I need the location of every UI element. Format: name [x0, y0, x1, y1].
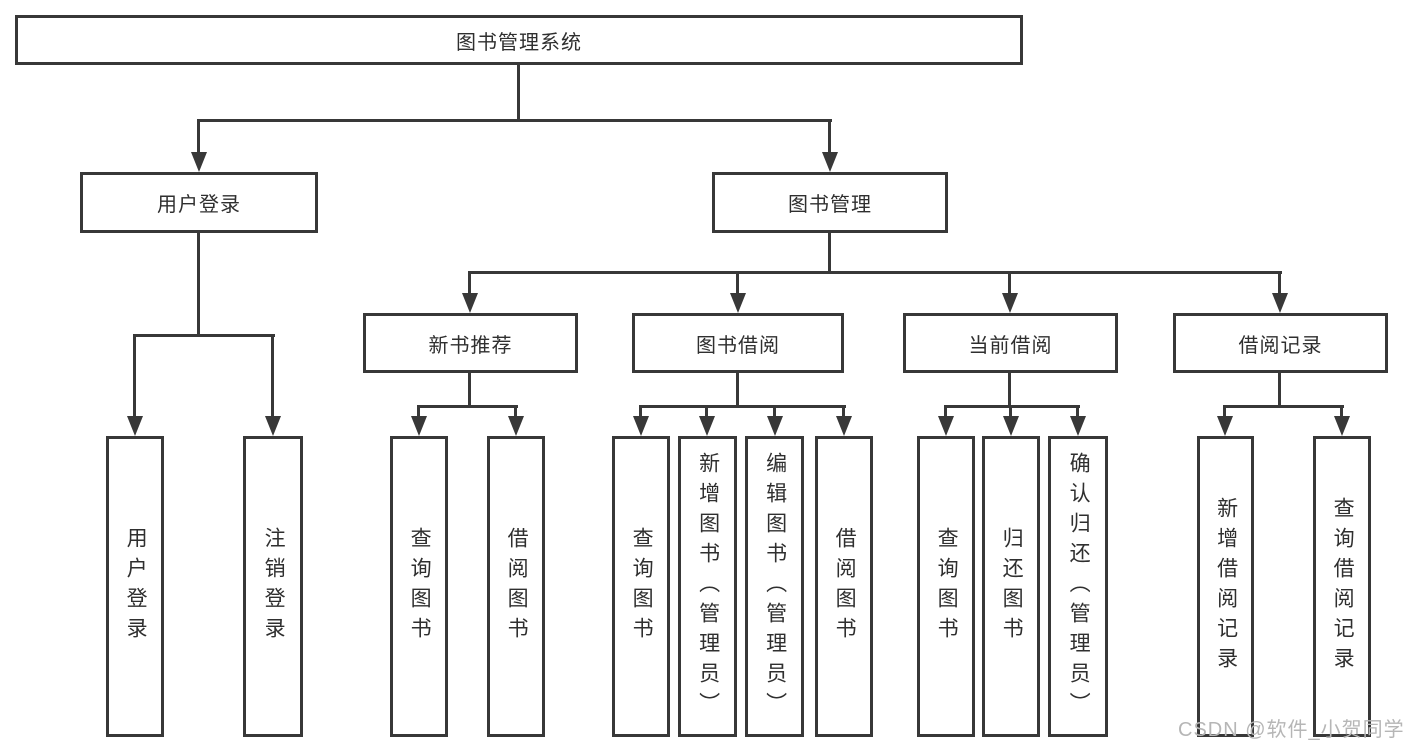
connector-line: [1223, 405, 1226, 418]
connector-line: [736, 371, 739, 408]
connector-line: [1278, 271, 1281, 295]
node-label: 借阅记录: [1238, 334, 1323, 357]
connector-line: [828, 231, 831, 274]
node-label: 查询图书: [408, 526, 432, 647]
arrowhead-icon: [462, 293, 478, 313]
node-label: 归还图书: [1000, 526, 1024, 647]
leaf-confirm-return-admin: 确认归还（管理员）: [1048, 436, 1108, 737]
arrowhead-icon: [127, 416, 143, 436]
node-label: 图书借阅: [696, 334, 780, 357]
arrowhead-icon: [699, 416, 715, 436]
node-label: 借阅图书: [833, 526, 857, 647]
leaf-logout: 注销登录: [243, 436, 303, 737]
connector-line: [736, 271, 739, 295]
leaf-borrow-books-recommend: 借阅图书: [487, 436, 545, 737]
connector-line: [517, 64, 520, 121]
leaf-query-books-borrowing: 查询图书: [612, 436, 670, 737]
node-label: 注销登录: [262, 526, 286, 647]
arrowhead-icon: [265, 416, 281, 436]
arrowhead-icon: [836, 416, 852, 436]
leaf-user-login: 用户登录: [106, 436, 164, 737]
leaf-query-borrowing-record: 查询借阅记录: [1313, 436, 1371, 737]
arrowhead-icon: [191, 152, 207, 172]
connector-line: [639, 405, 846, 408]
arrowhead-icon: [1334, 416, 1350, 436]
node-label: 查询借阅记录: [1331, 496, 1355, 677]
arrowhead-icon: [1070, 416, 1086, 436]
arrowhead-icon: [730, 293, 746, 313]
arrowhead-icon: [938, 416, 954, 436]
connector-line: [417, 405, 518, 408]
connector-line: [417, 405, 420, 418]
csdn-watermark: CSDN @软件_小贺同学: [1178, 719, 1405, 741]
connector-line: [842, 405, 845, 418]
node-label: 借阅图书: [505, 526, 529, 647]
node-library-management-system: 图书管理系统: [15, 15, 1023, 65]
node-new-book-recommendation: 新书推荐: [363, 313, 578, 373]
leaf-query-books-current: 查询图书: [917, 436, 975, 737]
leaf-return-books: 归还图书: [982, 436, 1040, 737]
connector-line: [1009, 405, 1012, 418]
node-label: 查询图书: [630, 526, 654, 647]
connector-line: [271, 334, 274, 418]
node-book-management: 图书管理: [712, 172, 948, 233]
leaf-query-books-recommend: 查询图书: [390, 436, 448, 737]
connector-line: [944, 405, 1080, 408]
node-user-login: 用户登录: [80, 172, 318, 233]
connector-line: [1340, 405, 1343, 418]
arrowhead-icon: [767, 416, 783, 436]
connector-line: [1278, 371, 1281, 408]
connector-line: [468, 271, 1282, 274]
arrowhead-icon: [1217, 416, 1233, 436]
connector-line: [133, 334, 275, 337]
leaf-add-borrowing-record: 新增借阅记录: [1197, 436, 1254, 737]
arrowhead-icon: [1002, 293, 1018, 313]
node-label: 新增图书（管理员）: [696, 451, 720, 722]
arrowhead-icon: [633, 416, 649, 436]
connector-line: [1076, 405, 1079, 418]
connector-line: [1008, 371, 1011, 408]
node-label: 编辑图书（管理员）: [763, 451, 787, 722]
connector-line: [197, 119, 200, 155]
connector-line: [468, 371, 471, 408]
connector-line: [944, 405, 947, 418]
connector-line: [133, 334, 136, 418]
node-label: 图书管理: [788, 194, 872, 216]
connector-line: [1223, 405, 1344, 408]
connector-line: [773, 405, 776, 418]
node-label: 确认归还（管理员）: [1067, 451, 1091, 722]
connector-line: [639, 405, 642, 418]
arrowhead-icon: [411, 416, 427, 436]
connector-line: [514, 405, 517, 418]
arrowhead-icon: [822, 152, 838, 172]
arrowhead-icon: [508, 416, 524, 436]
connector-line: [197, 119, 832, 122]
leaf-borrow-books: 借阅图书: [815, 436, 873, 737]
node-label: 查询图书: [935, 526, 959, 647]
node-current-borrowing: 当前借阅: [903, 313, 1118, 373]
node-book-borrowing: 图书借阅: [632, 313, 844, 373]
connector-line: [828, 119, 831, 155]
node-label: 用户登录: [157, 194, 241, 216]
arrowhead-icon: [1272, 293, 1288, 313]
node-label: 新增借阅记录: [1214, 496, 1238, 677]
node-label: 用户登录: [124, 526, 148, 647]
connector-line: [1008, 271, 1011, 295]
connector-line: [468, 271, 471, 295]
node-label: 图书管理系统: [456, 31, 582, 54]
leaf-edit-books-admin: 编辑图书（管理员）: [745, 436, 804, 737]
node-label: 当前借阅: [968, 334, 1053, 357]
node-borrowing-records: 借阅记录: [1173, 313, 1388, 373]
connector-line: [705, 405, 708, 418]
connector-line: [197, 231, 200, 337]
leaf-add-books-admin: 新增图书（管理员）: [678, 436, 737, 737]
node-label: 新书推荐: [428, 334, 513, 357]
arrowhead-icon: [1003, 416, 1019, 436]
